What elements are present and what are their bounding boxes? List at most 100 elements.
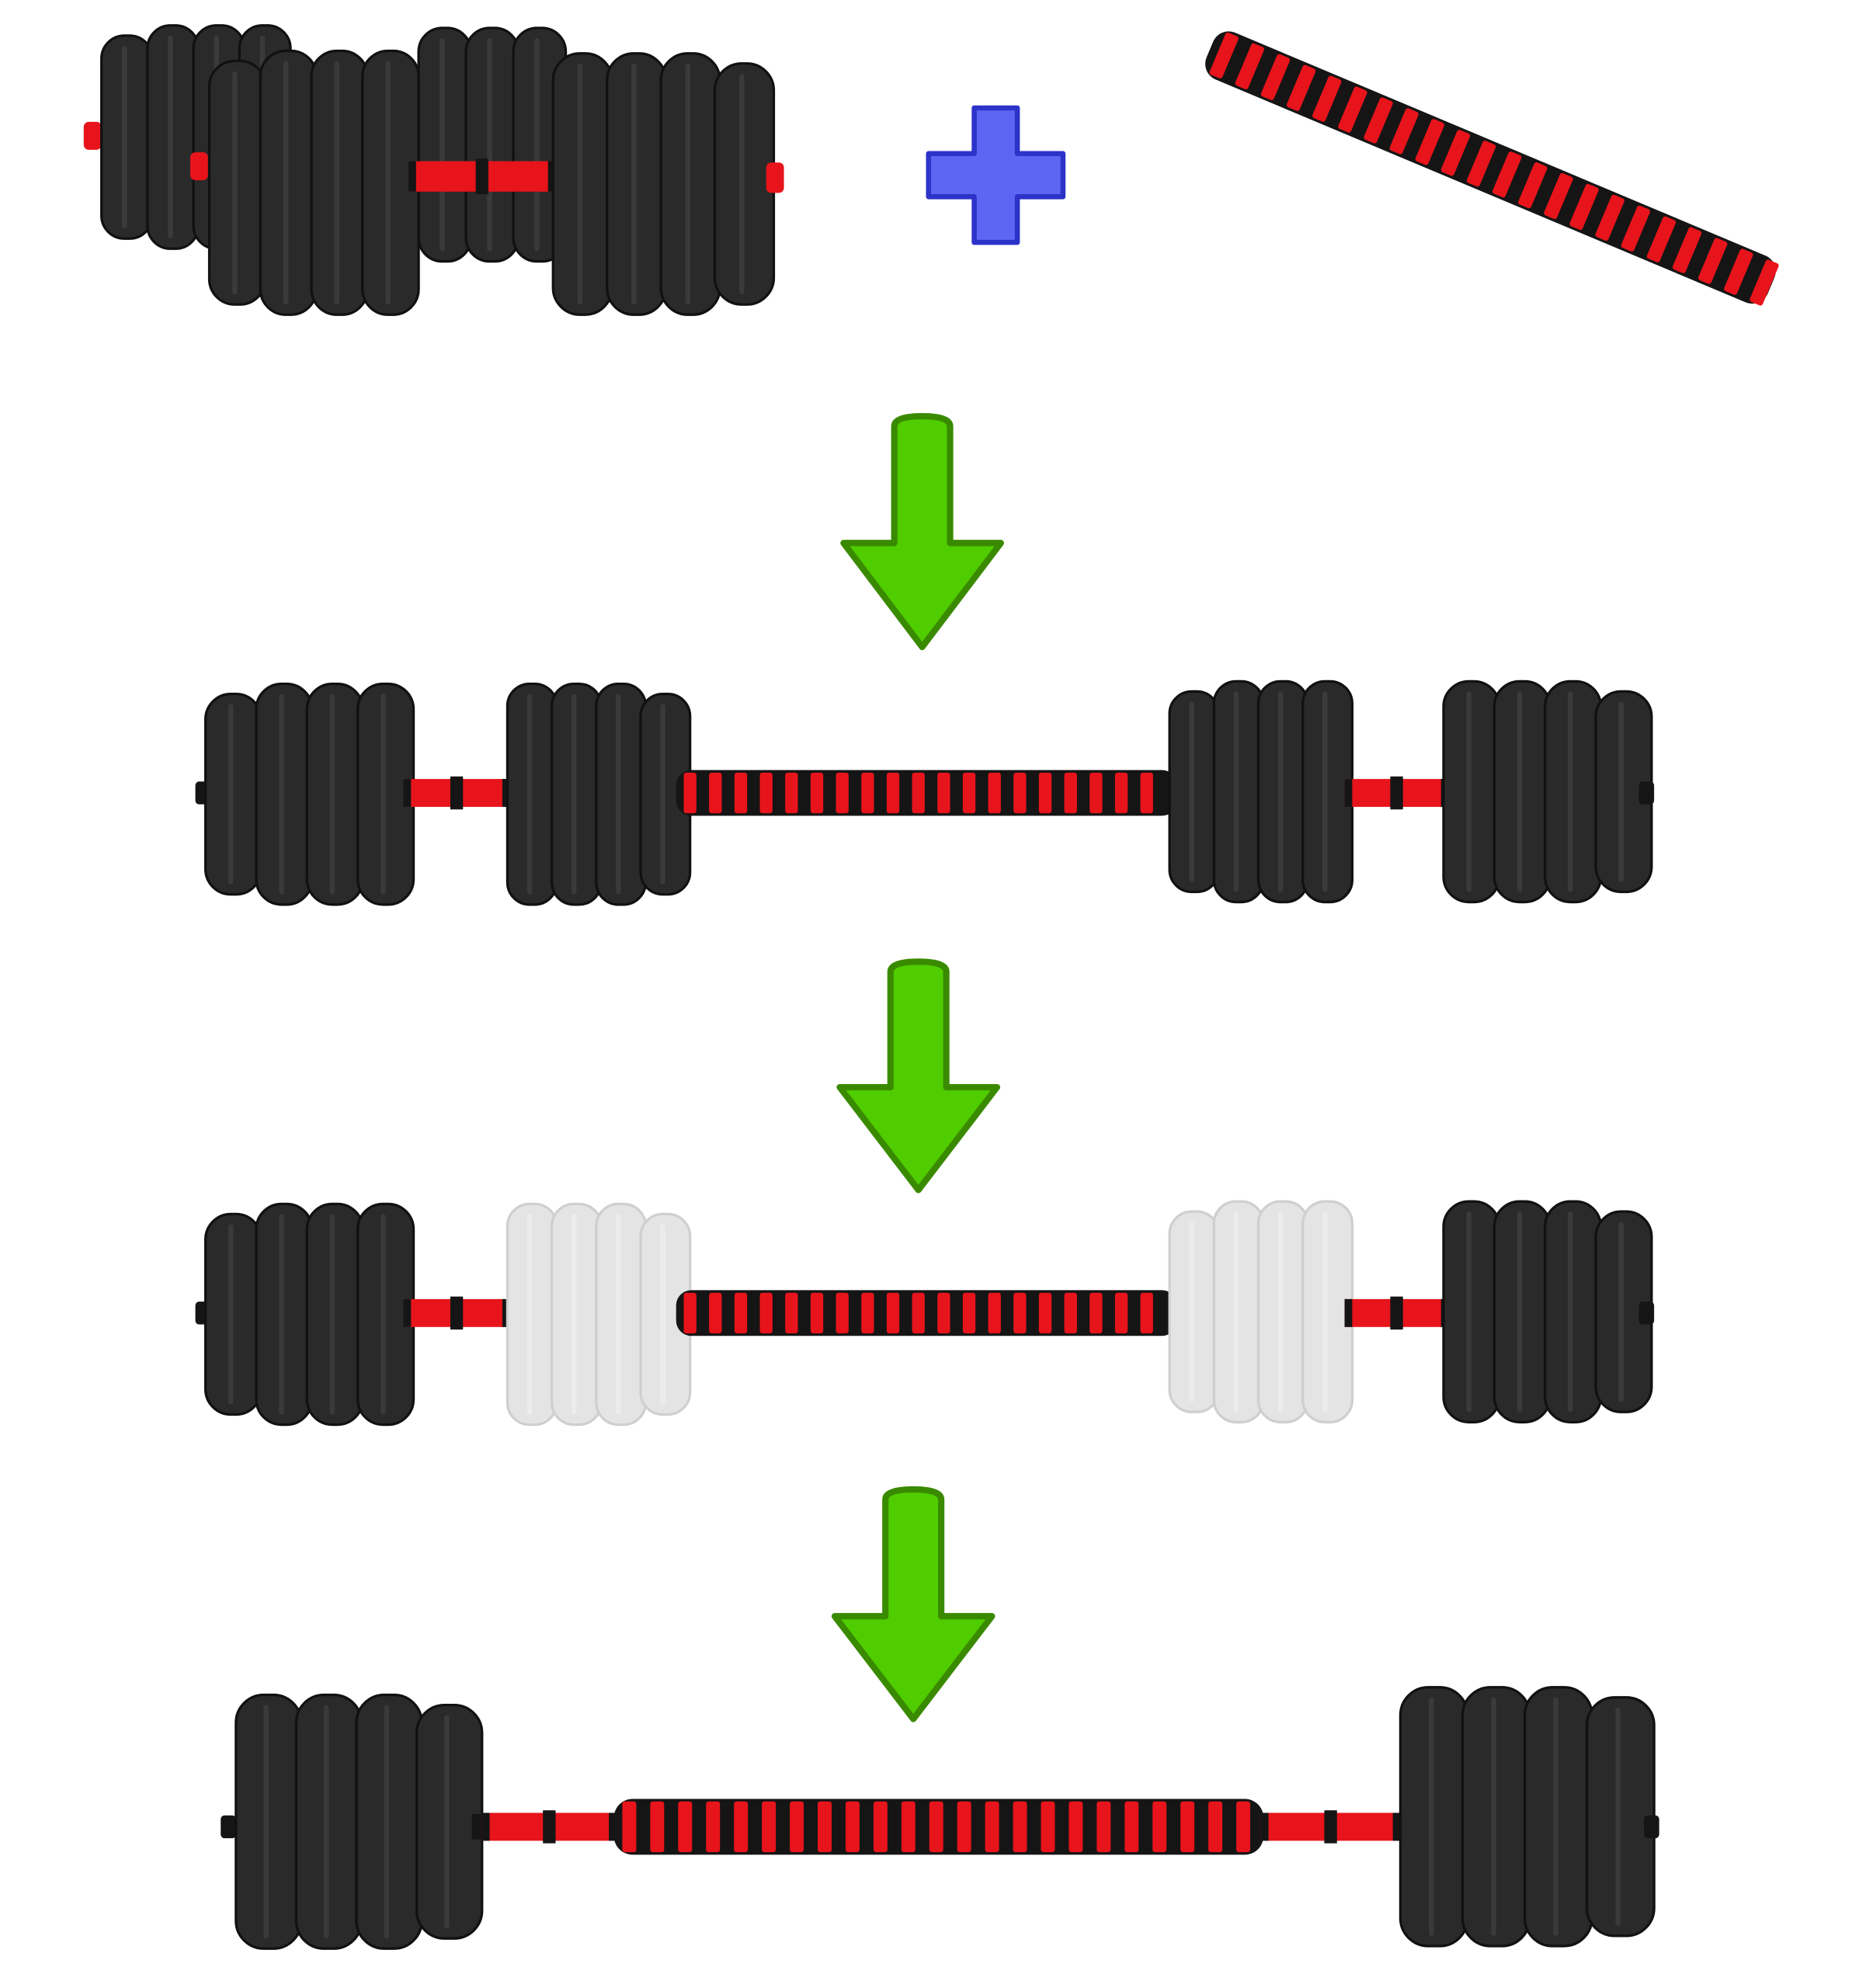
grip-stripe: [929, 1801, 943, 1853]
grip-stripe: [678, 1801, 693, 1853]
connector-sleeve: [403, 776, 510, 810]
arrows: [831, 412, 1004, 1722]
grip-stripe: [1140, 772, 1153, 814]
grip-stripe: [1152, 1801, 1167, 1853]
plate-stack: [417, 26, 568, 263]
grip-stripe: [901, 1801, 916, 1853]
grip-stripe: [790, 1801, 804, 1853]
grip-stripe: [836, 1292, 849, 1333]
grip-base: [1205, 31, 1776, 304]
grip-stripe: [683, 772, 697, 814]
sleeve-end: [609, 1812, 617, 1841]
grip-stripe: [988, 1292, 1001, 1333]
grip-stripe: [817, 1801, 832, 1853]
grip-stripe: [1208, 1801, 1223, 1853]
sleeve-band: [475, 158, 488, 195]
grip-base: [676, 770, 1177, 816]
grip-stripe: [1064, 1292, 1077, 1333]
grip-stripe: [1013, 772, 1027, 814]
grip-stripe: [1013, 1801, 1027, 1853]
sleeve-end: [403, 1298, 412, 1327]
connector-sleeve: [1260, 1810, 1401, 1844]
weight-plate: [259, 49, 318, 316]
grip-stripe: [1236, 1801, 1251, 1853]
arrow-down-icon: [836, 958, 1001, 1194]
grip-stripe: [985, 1801, 999, 1853]
grip-stripe: [1389, 108, 1419, 155]
sleeve-end: [1260, 1812, 1269, 1841]
arrow-down-icon: [831, 1486, 995, 1722]
grip-stripe: [1466, 141, 1496, 187]
grip-stripe: [683, 1292, 697, 1333]
grip-stripe: [1621, 205, 1650, 252]
end-hub: [1638, 781, 1655, 805]
connector-foam-grip: [1205, 31, 1779, 306]
grip-base: [676, 1290, 1177, 1336]
grip-stripe: [785, 1292, 798, 1333]
grip-stripe: [861, 1292, 874, 1333]
grip-stripe: [759, 772, 773, 814]
grip-stripe: [650, 1801, 665, 1853]
step-2-barbell-with-dumbbells: [195, 679, 1655, 906]
grip-stripe: [1038, 1292, 1052, 1333]
center-foam-grip: [676, 1290, 1177, 1336]
sleeve-band: [1390, 1296, 1403, 1330]
grip-stripe: [1544, 172, 1573, 220]
grip-stripe: [1260, 54, 1291, 100]
sleeve-band: [1324, 1810, 1337, 1844]
grip-stripe: [962, 1292, 976, 1333]
grip-stripe: [1064, 772, 1077, 814]
grip-stripe: [912, 1292, 925, 1333]
grip-stripe: [1338, 86, 1367, 133]
grip-stripe: [1492, 151, 1522, 198]
plate-stack: [1442, 1200, 1653, 1423]
connector-sleeve: [1344, 776, 1449, 810]
grip-stripe: [1286, 64, 1316, 111]
sleeve-end: [481, 1812, 490, 1841]
grip-stripe: [1013, 1292, 1027, 1333]
end-hub: [1638, 1302, 1655, 1325]
sleeve-end: [1392, 1812, 1401, 1841]
end-cap: [190, 152, 208, 181]
plus-icon: [926, 105, 1066, 245]
grip-stripe: [845, 1801, 860, 1853]
sleeve-end: [1344, 1298, 1353, 1327]
connector-sleeve: [408, 158, 556, 195]
weight-plate: [207, 59, 267, 306]
grip-stripe: [1038, 772, 1052, 814]
grip-stripe: [1698, 238, 1728, 284]
grip-stripe: [1415, 119, 1444, 165]
grip-stripe: [886, 1292, 900, 1333]
step-3-barbell-inner-plates-removed: [195, 1200, 1655, 1427]
grip-stripe: [886, 772, 900, 814]
connector-sleeve: [403, 1296, 510, 1330]
grip-stripe: [1114, 1292, 1128, 1333]
grip-stripe: [1672, 227, 1702, 273]
grip-stripe: [1440, 130, 1471, 176]
sleeve-end: [408, 161, 416, 192]
plus-icon: [926, 105, 1066, 245]
grip-stripe: [1089, 772, 1103, 814]
end-hub: [221, 1815, 236, 1839]
grip-stripe: [734, 1801, 749, 1853]
plate-stack: [1168, 679, 1354, 904]
grip-stripe: [762, 1801, 777, 1853]
grip-stripe: [785, 772, 798, 814]
grip-stripe: [1312, 75, 1342, 122]
grip-stripe: [962, 772, 976, 814]
sleeve-band: [1390, 776, 1403, 810]
grip-stripe: [1749, 259, 1779, 306]
plate-stack: [204, 682, 415, 906]
end-cap: [766, 162, 784, 193]
plate-stack: [1442, 679, 1653, 904]
grip-stripe: [836, 772, 849, 814]
sleeve-band: [450, 1296, 464, 1330]
plate-stack: [1399, 1686, 1656, 1948]
connector-sleeve: [481, 1810, 617, 1844]
grip-stripe: [709, 1292, 722, 1333]
grip-stripe: [1569, 183, 1599, 231]
grip-stripe: [1180, 1801, 1195, 1853]
grip-stripe: [1364, 97, 1393, 144]
plate-stack: [1168, 1200, 1354, 1423]
step-1-dumbbells-and-connector: [83, 24, 1779, 316]
